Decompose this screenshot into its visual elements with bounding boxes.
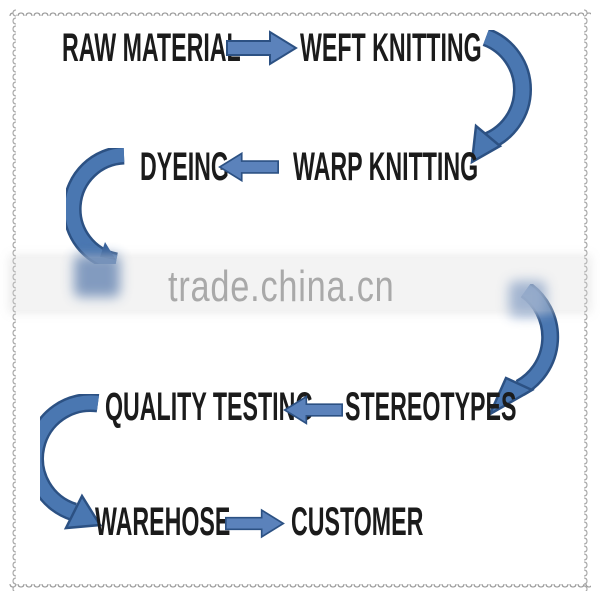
- watermark-text: trade.china.cn: [168, 262, 395, 311]
- curved-arrow-down-icon: [470, 30, 532, 165]
- scalloped-border-top: [9, 8, 591, 16]
- node-dyeing: DYEING: [140, 145, 229, 189]
- node-stereotypes: STEREOTYPES: [345, 385, 517, 429]
- arrow-right-icon: [225, 508, 285, 539]
- node-customer: CUSTOMER: [291, 500, 424, 544]
- node-weft-knitting: WEFT KNITTING: [300, 26, 482, 70]
- blurred-arrow-stub: [74, 255, 120, 297]
- watermark-band: [12, 258, 588, 310]
- scalloped-border-bottom: [9, 584, 591, 592]
- node-raw-material: RAW MATERIAL: [62, 26, 241, 70]
- scalloped-border-left: [8, 9, 16, 591]
- scalloped-border-right: [584, 9, 592, 591]
- node-quality-testing: QUALITY TESTING: [105, 385, 314, 429]
- curved-arrow-down-icon: [66, 148, 125, 264]
- arrow-right-icon: [226, 30, 298, 66]
- arrow-left-icon: [283, 395, 343, 425]
- curved-arrow-down-icon: [40, 394, 103, 530]
- arrow-left-icon: [218, 151, 279, 183]
- blurred-arrow-stub: [509, 281, 546, 316]
- node-warp-knitting: WARP KNITTING: [293, 145, 479, 189]
- node-warehose: WAREHOSE: [95, 500, 231, 544]
